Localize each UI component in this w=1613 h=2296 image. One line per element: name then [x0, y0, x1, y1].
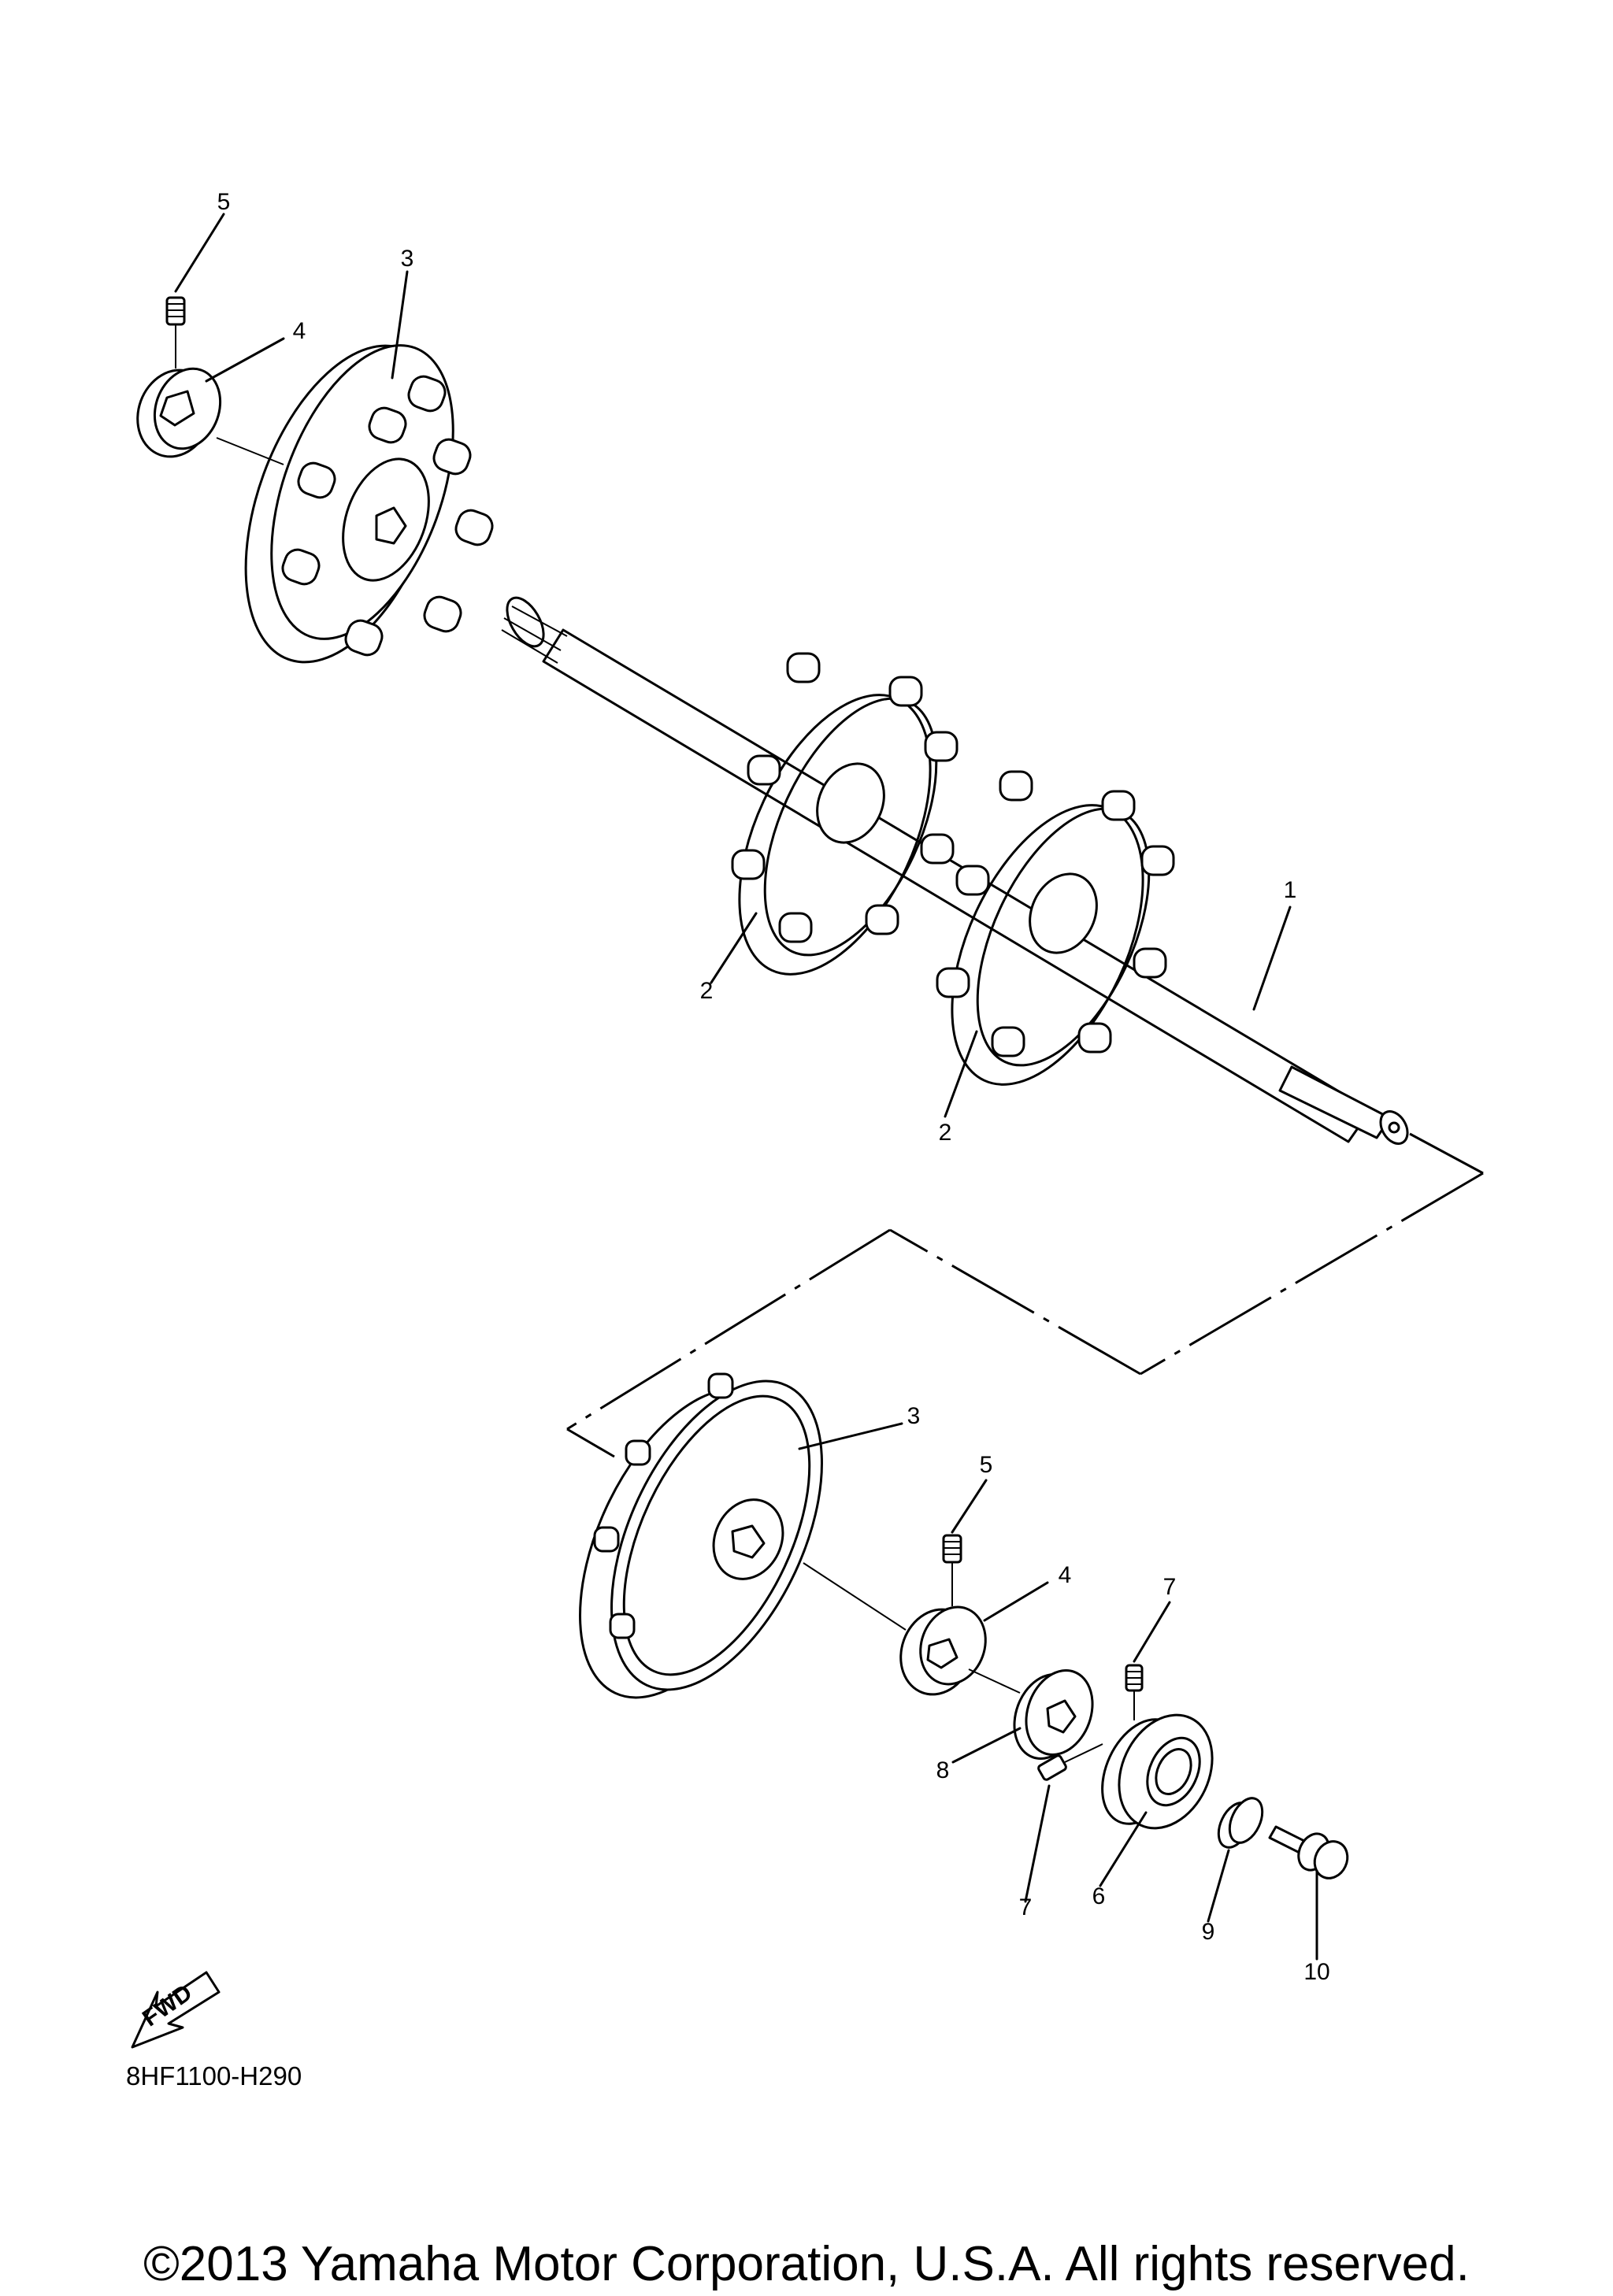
callout-top-4: 4 [293, 318, 306, 344]
callout-part-10: 10 [1303, 1959, 1329, 1985]
callout-lower-4: 4 [1059, 1562, 1072, 1588]
upper-wheel-part-3 [244, 344, 494, 664]
lower-wheel-part-3 [579, 1372, 823, 1699]
upper-set-screw-part-5 [165, 296, 186, 368]
fwd-arrow-icon: FWD [131, 1971, 221, 2049]
sprocket-part-2-right [936, 770, 1175, 1086]
set-screw-part-7-upper [1125, 1664, 1144, 1720]
bolt-part-10 [1268, 1825, 1349, 1879]
callout-lower-5: 5 [980, 1452, 993, 1478]
callout-shaft-1: 1 [1284, 877, 1297, 903]
lower-collar-part-4 [899, 1605, 987, 1696]
callout-sprocket-2-left: 2 [700, 978, 714, 1004]
callout-part-9: 9 [1202, 1919, 1215, 1945]
leader-lines [174, 213, 1318, 1961]
bearing-part-6 [1101, 1713, 1214, 1830]
callout-lower-3: 3 [907, 1403, 921, 1429]
callout-upper-7: 7 [1163, 1574, 1177, 1600]
bushing-part-8 [1013, 1669, 1094, 1760]
callout-part-6: 6 [1092, 1883, 1106, 1909]
set-screw-part-7-lower [1037, 1743, 1103, 1781]
diagram-code: 8HF1100-H290 [126, 2061, 302, 2090]
spacer-part-9 [1217, 1797, 1264, 1849]
callout-sprocket-2-right: 2 [939, 1120, 952, 1146]
callout-numbers: 5 4 3 1 2 2 3 5 4 7 8 7 6 9 10 [217, 189, 1330, 1985]
lower-set-screw-part-5 [942, 1534, 962, 1606]
copyright-footer: ©2013 Yamaha Motor Corporation, U.S.A. A… [143, 2237, 1470, 2291]
exploded-view-outline [566, 1132, 1484, 1458]
sprocket-part-2-left [731, 652, 959, 976]
upper-collar-part-4 [136, 367, 222, 458]
callout-top-3: 3 [401, 246, 414, 272]
callout-part-8: 8 [936, 1757, 950, 1783]
drive-shaft-part-1 [501, 596, 1409, 1145]
callout-top-5: 5 [217, 189, 231, 215]
callout-lower-7: 7 [1019, 1894, 1033, 1920]
